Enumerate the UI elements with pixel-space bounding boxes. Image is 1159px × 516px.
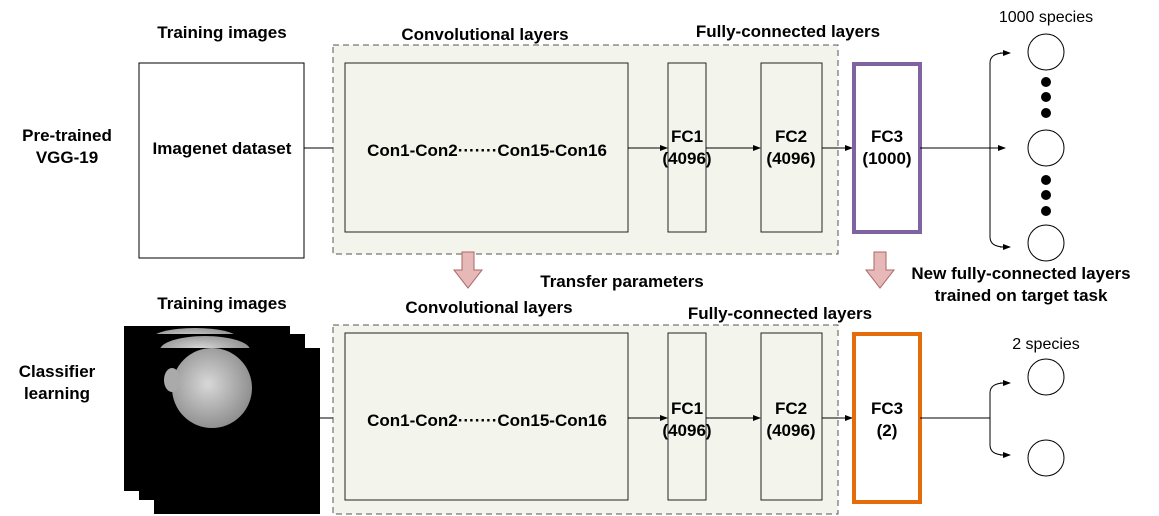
fc3-size: (1000) <box>862 149 911 168</box>
fc3-label: FC3 <box>871 399 903 418</box>
fc2-box <box>760 332 823 501</box>
fc2-size: (4096) <box>766 149 815 168</box>
transfer-arrow-conv <box>452 251 484 289</box>
fc3-box <box>852 62 922 234</box>
output-nodes <box>1027 33 1065 262</box>
conv-label: Con1-Con2·······Con15-Con16 <box>367 411 607 430</box>
fc2-label: FC2 <box>775 127 807 146</box>
conv-box <box>344 332 629 501</box>
dataset-box <box>138 62 305 259</box>
fc2-label: FC2 <box>775 399 807 418</box>
fc1-label: FC1 <box>671 127 703 146</box>
conv-label: Con1-Con2·······Con15-Con16 <box>367 141 607 160</box>
fc2-box <box>760 62 823 233</box>
row-label-2: VGG-19 <box>36 148 98 167</box>
training-images-title: Training images <box>157 23 286 42</box>
fc-title: Fully-connected layers <box>696 22 880 41</box>
output-title: 2 species <box>1012 336 1080 353</box>
output-nodes <box>1027 358 1065 477</box>
output-title: 1000 species <box>999 9 1093 26</box>
transfer-arrow-fc <box>864 251 896 289</box>
fc3-label: FC3 <box>871 127 903 146</box>
fc2-size: (4096) <box>766 421 815 440</box>
row-label-2: learning <box>24 384 90 403</box>
new-layers-label-2: trained on target task <box>935 286 1108 305</box>
fc-title: Fully-connected layers <box>688 304 872 323</box>
fc1-box <box>667 332 707 501</box>
new-layers-label-1: New fully-connected layers <box>911 264 1130 283</box>
fc1-box <box>667 62 707 233</box>
fc3-box <box>852 332 922 504</box>
fc1-size: (4096) <box>662 149 711 168</box>
fc1-size: (4096) <box>662 421 711 440</box>
fc1-label: FC1 <box>671 399 703 418</box>
top-row: Training images Convolutional layers Ful… <box>22 9 1093 262</box>
row-label-1: Pre-trained <box>22 126 112 145</box>
conv-title: Convolutional layers <box>401 25 568 44</box>
bottom-row: Training images Convolutional layers Ful… <box>19 294 1080 515</box>
training-images-title: Training images <box>157 294 286 313</box>
training-image-stack <box>124 326 320 514</box>
row-label-1: Classifier <box>19 362 96 381</box>
fc3-size: (2) <box>877 421 898 440</box>
dataset-label: Imagenet dataset <box>153 139 292 158</box>
conv-box <box>344 62 629 233</box>
transfer-label: Transfer parameters <box>540 272 703 291</box>
conv-title: Convolutional layers <box>405 298 572 317</box>
